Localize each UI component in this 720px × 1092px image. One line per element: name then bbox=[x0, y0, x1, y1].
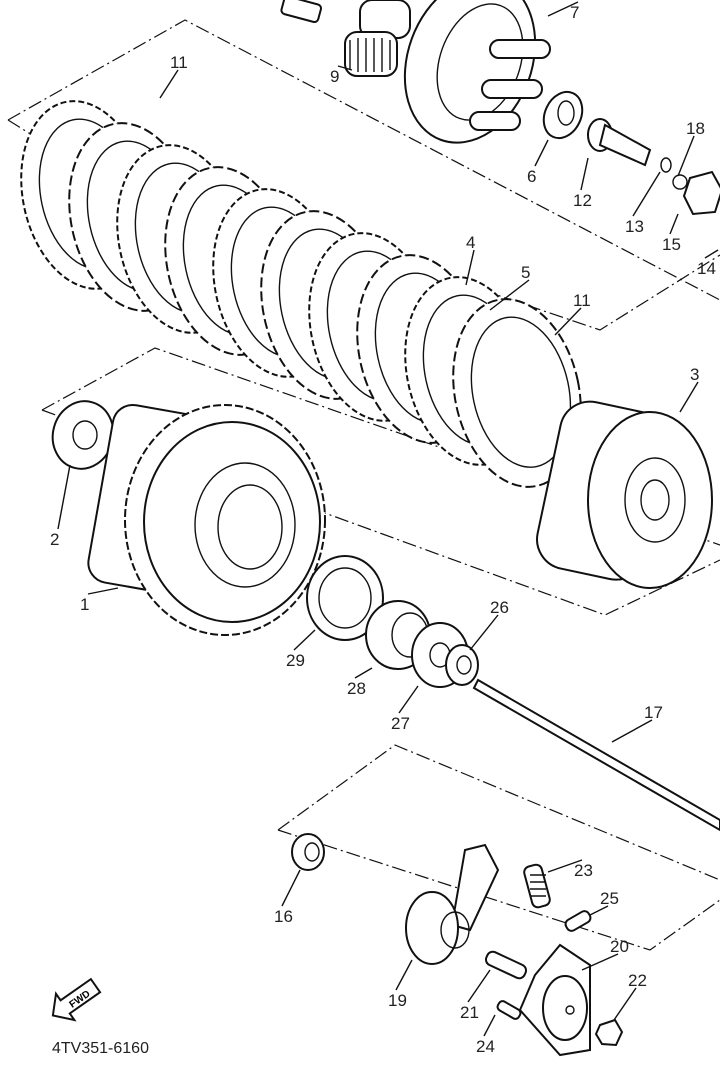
leader-line bbox=[613, 987, 637, 1021]
forward-direction-arrow: FWD bbox=[51, 977, 102, 1022]
leader-line bbox=[679, 381, 699, 413]
thrust-washer bbox=[51, 400, 115, 470]
leader-line bbox=[87, 587, 119, 595]
callout-number: 13 bbox=[625, 217, 644, 236]
callout-number: 29 bbox=[286, 651, 305, 670]
lock-nut bbox=[682, 170, 720, 216]
callout-number: 11 bbox=[573, 291, 591, 310]
pressure-plate bbox=[403, 0, 551, 144]
assembly-boundary-top-bottom bbox=[7, 119, 720, 331]
callout-number: 2 bbox=[50, 530, 59, 549]
callout-number: 18 bbox=[686, 119, 705, 138]
callout-number: 11 bbox=[170, 53, 188, 72]
leader-line bbox=[632, 171, 661, 217]
leader-line bbox=[159, 69, 179, 99]
callout-number: 26 bbox=[490, 598, 509, 617]
assembly-boundary-mid bbox=[41, 347, 720, 546]
callout-number: 22 bbox=[628, 971, 647, 990]
callout-number: 4 bbox=[466, 233, 475, 252]
leader-line bbox=[465, 249, 475, 286]
leader-line bbox=[354, 667, 373, 679]
bolt bbox=[280, 0, 323, 24]
callout-number: 3 bbox=[690, 365, 699, 384]
assembly-boundary-low bbox=[277, 744, 720, 881]
callout-number: 25 bbox=[600, 889, 619, 908]
leader-line bbox=[581, 953, 619, 971]
clutch-springs bbox=[344, 0, 411, 77]
clutch-boss bbox=[536, 400, 713, 589]
return-spring bbox=[523, 863, 551, 909]
screw bbox=[496, 1000, 522, 1020]
leader-line bbox=[483, 1014, 496, 1037]
push-rod bbox=[587, 118, 652, 167]
leader-line bbox=[467, 969, 491, 1003]
callout-number: 7 bbox=[570, 3, 579, 22]
leader-line bbox=[669, 213, 679, 235]
callout-number: 14 bbox=[697, 259, 716, 278]
leader-line bbox=[534, 139, 549, 167]
leader-line bbox=[395, 959, 413, 991]
clutch-plate bbox=[452, 298, 582, 488]
callout-number: 27 bbox=[391, 714, 410, 733]
push-rod-long bbox=[472, 678, 720, 832]
callout-number: 15 bbox=[662, 235, 681, 254]
callout-number: 21 bbox=[460, 1003, 479, 1022]
callout-number: 19 bbox=[388, 991, 407, 1010]
callout-number: 17 bbox=[644, 703, 663, 722]
steel-ball bbox=[672, 174, 688, 190]
push-lever-shaft bbox=[405, 843, 500, 965]
leader-line bbox=[293, 629, 316, 651]
callout-number: 6 bbox=[527, 167, 536, 186]
leader-line bbox=[489, 279, 530, 311]
primary-driven-gear bbox=[87, 403, 326, 636]
leader-line bbox=[337, 65, 353, 71]
o-ring bbox=[660, 157, 672, 173]
leader-line bbox=[547, 1, 579, 17]
nut bbox=[594, 1018, 624, 1047]
leader-line bbox=[547, 859, 583, 873]
leader-line bbox=[281, 869, 301, 907]
callout-number: 24 bbox=[476, 1037, 495, 1056]
leader-line bbox=[398, 685, 419, 714]
assembly-boundary-top bbox=[7, 19, 720, 301]
callout-number: 5 bbox=[521, 263, 530, 282]
leader-line bbox=[469, 614, 499, 651]
callout-number: 12 bbox=[573, 191, 592, 210]
leader-line bbox=[704, 249, 719, 259]
callout-number: 9 bbox=[330, 67, 339, 86]
friction-and-clutch-plates bbox=[20, 100, 582, 488]
needle-bearing bbox=[306, 555, 384, 641]
leader-line bbox=[554, 307, 582, 336]
washer-small bbox=[445, 644, 479, 686]
pin bbox=[564, 910, 592, 932]
cover bbox=[518, 943, 591, 1057]
leader-line bbox=[611, 719, 653, 743]
catalog-code: 4TV351-6160 bbox=[52, 1040, 149, 1057]
callout-number: 16 bbox=[274, 907, 293, 926]
leader-line bbox=[677, 135, 695, 177]
bearing bbox=[542, 90, 584, 140]
callout-number: 1 bbox=[80, 595, 89, 614]
plate-inner-edge bbox=[470, 316, 572, 468]
oil-seal bbox=[291, 833, 325, 871]
callout-number: 23 bbox=[574, 861, 593, 880]
assembly-boundary-low-bottom bbox=[277, 829, 720, 951]
adjusting-bolt bbox=[484, 950, 528, 980]
callout-number: 28 bbox=[347, 679, 366, 698]
callout-number: 20 bbox=[610, 937, 629, 956]
leader-line bbox=[580, 157, 589, 191]
leader-line bbox=[589, 905, 609, 916]
leader-line bbox=[57, 464, 71, 530]
